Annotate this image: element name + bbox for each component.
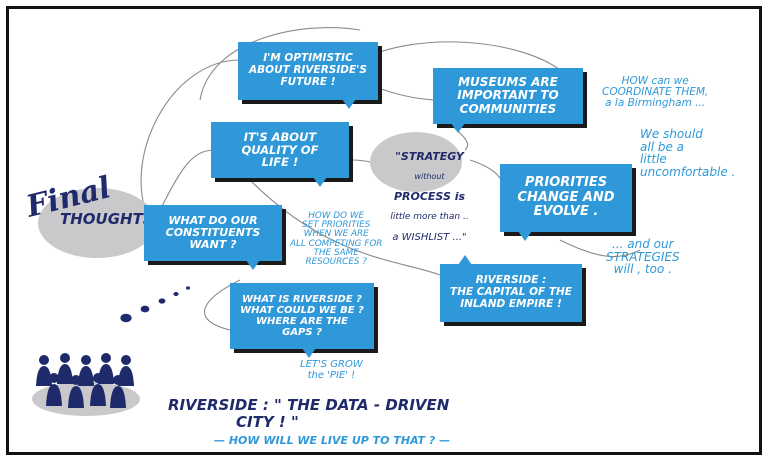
box-priorities: PRIORITIES CHANGE and EVOLVE . bbox=[500, 164, 632, 241]
strategy-quote: "STRATEGY without PROCESS is little more… bbox=[372, 140, 487, 254]
trail-dot bbox=[140, 305, 150, 313]
trail-dot bbox=[120, 313, 132, 323]
box-optimistic: I'M OPTIMISTIC ABOUT RIVERSIDE'S FUTURE … bbox=[238, 42, 378, 109]
box-capital: RIVERSIDE : The CAPITAL of the INLAND EM… bbox=[440, 255, 582, 322]
note-grow-pie: LET'S GROW the 'PIE' ! bbox=[300, 359, 363, 381]
person-figure bbox=[110, 375, 126, 408]
bottom-line-3: — HOW WILL WE LIVE UP TO THAT ? — bbox=[214, 434, 451, 447]
strategy-oval bbox=[370, 132, 462, 192]
box-quality: IT'S ABOUT QUALITY OF LIFE ! bbox=[211, 122, 349, 187]
note-set-priorities: HOW DO WE SET PRIORITIES WHEN WE ARE ALL… bbox=[290, 211, 383, 268]
bottom-line-1: RIVERSIDE : " THE DATA - DRIVEN bbox=[168, 396, 450, 414]
box-constituents: WHAT DO OUR CONSTITUENTS WANT ? bbox=[144, 205, 282, 270]
strategy-line-4: little more than .. bbox=[390, 212, 469, 223]
dot-trail bbox=[120, 286, 190, 323]
connector-line bbox=[199, 27, 361, 101]
box-what-is-riverside: WHAT IS RIVERSIDE ? WHAT COULD WE BE ? W… bbox=[230, 283, 374, 358]
person-figure bbox=[90, 373, 106, 406]
trail-dot bbox=[186, 286, 190, 290]
strategy-line-1: "STRATEGY bbox=[395, 149, 464, 163]
trail-dot bbox=[158, 298, 166, 304]
connector-line bbox=[444, 119, 469, 151]
title-thoughts: THOUGHTS bbox=[60, 210, 154, 228]
box-museums: MUSEUMS are IMPORTANT to COMMUNITIES bbox=[433, 68, 583, 133]
connector-line bbox=[559, 239, 641, 258]
person-figure bbox=[46, 373, 62, 406]
people-group-icon bbox=[36, 353, 134, 408]
note-strategies: ... and our STRATEGIES will , too . bbox=[606, 237, 680, 277]
person-figure bbox=[78, 355, 94, 386]
person-figure bbox=[36, 355, 52, 386]
strategy-line-3: PROCESS is bbox=[393, 190, 466, 204]
strategy-line-5: a WISHLIST ..." bbox=[392, 232, 467, 244]
title-oval bbox=[38, 188, 156, 258]
trail-dot bbox=[173, 292, 179, 296]
note-uncomfortable: We should all be a little uncomfortable … bbox=[640, 127, 736, 179]
connector-line bbox=[204, 279, 241, 331]
person-figure bbox=[68, 375, 84, 408]
note-coordinate: HOW can we COORDINATE THEM, a la Birming… bbox=[602, 75, 709, 110]
strategy-line-2: without bbox=[414, 171, 445, 181]
connector-line bbox=[359, 41, 561, 71]
bottom-line-2: CITY ! " bbox=[236, 413, 299, 431]
person-figure bbox=[57, 353, 73, 384]
connector-line bbox=[140, 59, 241, 223]
